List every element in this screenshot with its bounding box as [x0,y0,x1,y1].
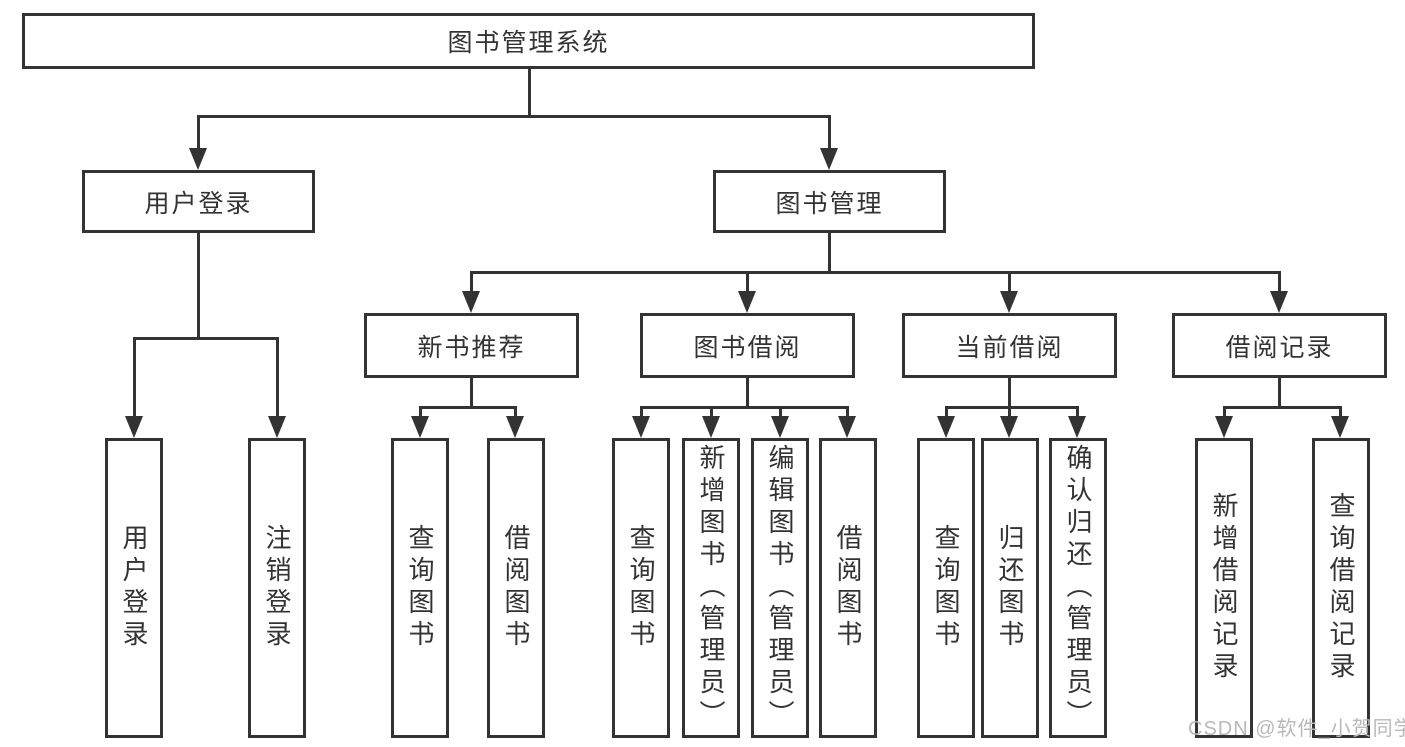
connector-line [470,376,473,408]
connector-line [1278,376,1281,408]
leaf-add-books-admin: 新增图书（管理员） [682,438,740,738]
connector-line [1008,406,1011,420]
connector-line [1223,406,1342,409]
arrowhead-down-icon [1331,416,1349,438]
node-user-login: 用户登录 [82,170,315,233]
node-book-borrow: 图书借阅 [640,313,855,378]
arrowhead-down-icon [125,416,143,438]
leaf-return-books: 归还图书 [981,438,1039,738]
arrowhead-down-icon [1000,291,1018,313]
connector-line [133,337,279,340]
node-current-borrow: 当前借阅 [902,313,1117,378]
connector-line [945,406,948,420]
arrowhead-down-icon [506,416,524,438]
connector-line [419,406,517,409]
connector-line [276,337,279,422]
connector-line [828,232,831,274]
node-borrow-record: 借阅记录 [1172,313,1387,378]
connector-line [746,271,749,295]
leaf-edit-books-admin: 编辑图书（管理员） [751,438,809,738]
connector-line [470,271,1281,274]
arrowhead-down-icon [738,291,756,313]
csdn-watermark: CSDN @软件_小贺同学 [1188,718,1405,740]
arrowhead-down-icon [1068,416,1086,438]
leaf-query-books-recommend: 查询图书 [391,438,449,738]
leaf-confirm-return-admin: 确认归还（管理员） [1049,438,1107,738]
arrowhead-down-icon [1270,291,1288,313]
arrowhead-down-icon [411,416,429,438]
leaf-query-books-current: 查询图书 [917,438,975,738]
node-new-book-recommend: 新书推荐 [364,313,579,378]
leaf-add-borrow-record: 新增借阅记录 [1195,438,1253,738]
arrowhead-down-icon [189,148,207,170]
connector-line [133,337,136,422]
connector-line [197,232,200,340]
arrowhead-down-icon [937,416,955,438]
connector-line [1278,271,1281,295]
connector-line [470,271,473,295]
connector-line [1223,406,1226,420]
arrowhead-down-icon [838,416,856,438]
arrowhead-down-icon [820,148,838,170]
connector-line [846,406,849,420]
connector-line [1076,406,1079,420]
leaf-user-login: 用户登录 [105,438,163,738]
connector-line [710,406,713,420]
connector-line [828,115,831,155]
connector-line [640,406,849,409]
connector-line [1008,376,1011,408]
connector-line [419,406,422,420]
connector-line [746,376,749,408]
arrowhead-down-icon [771,416,789,438]
arrowhead-down-icon [1215,416,1233,438]
arrowhead-down-icon [462,291,480,313]
leaf-borrow-books: 借阅图书 [819,438,877,738]
connector-line [945,406,1079,409]
arrowhead-down-icon [1000,416,1018,438]
arrowhead-down-icon [268,416,286,438]
connector-line [514,406,517,420]
node-book-management: 图书管理 [713,170,946,233]
connector-line [779,406,782,420]
connector-line [640,406,643,420]
connector-line [528,68,531,118]
node-root-library-system: 图书管理系统 [22,13,1035,69]
arrowhead-down-icon [632,416,650,438]
connector-line [1339,406,1342,420]
leaf-query-borrow-record: 查询借阅记录 [1312,438,1370,738]
leaf-query-books-borrow: 查询图书 [612,438,670,738]
connector-line [197,115,200,155]
connector-line [1008,271,1011,295]
leaf-borrow-books-recommend: 借阅图书 [487,438,545,738]
arrowhead-down-icon [702,416,720,438]
leaf-logout: 注销登录 [248,438,306,738]
connector-line [197,115,831,118]
